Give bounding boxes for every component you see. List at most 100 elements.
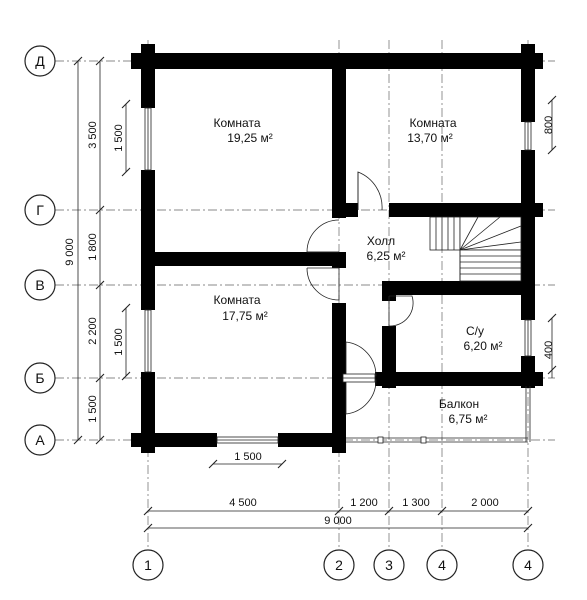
dim-tick [547, 95, 557, 105]
axis-marker-a [24, 424, 56, 456]
dim-bottom-seg-1: 4 500 [229, 497, 257, 509]
dim-tick [95, 280, 105, 290]
room-area-bath: 6,20 м² [464, 339, 503, 353]
wall-left [141, 170, 155, 310]
dim-bottom-seg-4: 2 000 [471, 497, 499, 509]
door-swing-left-upper [306, 219, 340, 253]
dim-tick [547, 365, 557, 375]
axis-marker-4b [512, 549, 544, 581]
wall-bath-bottom [375, 372, 543, 386]
axis-marker-1 [132, 549, 164, 581]
dim-left-window-upper: 1 500 [113, 124, 125, 152]
dim-tick [95, 435, 105, 445]
door-swing-bath [388, 295, 414, 327]
dim-tick [95, 373, 105, 383]
dim-tick [95, 56, 105, 66]
axis-marker-v [24, 269, 56, 301]
dim-tick [523, 506, 533, 516]
axis-marker-2 [323, 549, 355, 581]
row-axis-markers: Д Г В Б А [24, 45, 56, 456]
room-area-balcony: 6,75 м² [449, 412, 488, 426]
door-swing-upper [357, 171, 383, 211]
axis-marker-3 [373, 549, 405, 581]
axis-label-d: Д [35, 53, 45, 69]
axis-label-b: Б [35, 370, 44, 386]
dim-tick [143, 523, 153, 533]
walls [131, 44, 543, 453]
wall-axis-2-upper [332, 60, 346, 218]
axis-label-g: Г [36, 202, 44, 218]
wall-corner-post [141, 433, 155, 453]
room-name-hall: Холл [367, 234, 395, 248]
balcony-railing [346, 386, 531, 444]
dim-tick [547, 145, 557, 155]
axis-label-4b: 4 [524, 557, 532, 573]
dim-tick [523, 523, 533, 533]
dim-right-small: 400 [543, 341, 555, 359]
windows [144, 107, 532, 444]
dim-tick [208, 459, 218, 469]
stair-step [459, 216, 479, 251]
room-area-1: 19,25 м² [227, 131, 273, 145]
dim-tick [73, 56, 83, 66]
axis-label-1: 1 [144, 557, 152, 573]
stair-flight-lower [459, 249, 522, 282]
axis-label-a: А [35, 432, 45, 448]
dim-tick [121, 99, 131, 109]
dim-right-window: 800 [543, 116, 555, 134]
room-area-2: 13,70 м² [407, 131, 453, 145]
column-axis-markers: 1 2 3 4 4 [132, 549, 544, 581]
room-area-hall: 6,25 м² [367, 249, 406, 263]
wall-right [521, 60, 535, 122]
room-area-3: 17,75 м² [222, 309, 268, 323]
wall-left [141, 372, 155, 452]
axis-label-v: В [35, 277, 44, 293]
dim-tick [547, 313, 557, 323]
wall-axis-g-right [389, 203, 543, 217]
dim-tick [121, 371, 131, 381]
room-name-2: Комната [410, 116, 457, 130]
dim-left-seg-3: 2 200 [87, 317, 99, 345]
dim-bottom-seg-2: 1 200 [350, 497, 378, 509]
railing-post [377, 436, 384, 444]
axis-marker-d [24, 45, 56, 77]
stair-step [459, 225, 522, 251]
dim-left-seg-4: 1 500 [87, 395, 99, 423]
dim-bottom-seg-3: 1 300 [402, 497, 430, 509]
bottom-dimensions: 4 500 1 200 1 300 2 000 9 000 1 500 [143, 451, 533, 533]
dim-tick [73, 435, 83, 445]
dim-bottom-window: 1 500 [234, 451, 262, 463]
dim-tick [437, 506, 447, 516]
door-swing-balcony [345, 379, 377, 415]
railing-post [420, 436, 427, 444]
room-name-1: Комната [214, 116, 261, 130]
door-swing-balcony [345, 341, 377, 377]
dim-tick [384, 506, 394, 516]
stair-flight-upper [429, 216, 461, 251]
axis-label-4a: 4 [438, 557, 446, 573]
axis-marker-g [24, 194, 56, 226]
stair-step [459, 241, 522, 251]
dim-left-seg-1: 3 500 [87, 121, 99, 149]
axis-marker-b [24, 362, 56, 394]
wall-axis-2-lower [332, 303, 346, 453]
wall-interior-horizontal [148, 252, 336, 266]
door-swing-left-lower [306, 267, 340, 301]
dim-bottom-total: 9 000 [324, 515, 352, 527]
dim-tick [143, 506, 153, 516]
room-name-balcony: Балкон [439, 397, 479, 411]
wall-right [521, 150, 535, 320]
wall-axis-2-mid [332, 252, 346, 268]
dim-tick [121, 303, 131, 313]
wall-axis-2-stub [332, 203, 358, 217]
right-dimensions: 800 400 [543, 95, 557, 378]
dim-left-total: 9 000 [64, 238, 76, 266]
dim-tick [277, 459, 287, 469]
dim-left-seg-2: 1 800 [87, 233, 99, 261]
staircase [429, 216, 522, 282]
dim-left-window-lower: 1 500 [113, 328, 125, 356]
axis-label-3: 3 [385, 557, 393, 573]
room-name-bath: С/у [466, 324, 484, 338]
room-labels: Комната 19,25 м² Комната 13,70 м² Холл 6… [214, 116, 503, 426]
